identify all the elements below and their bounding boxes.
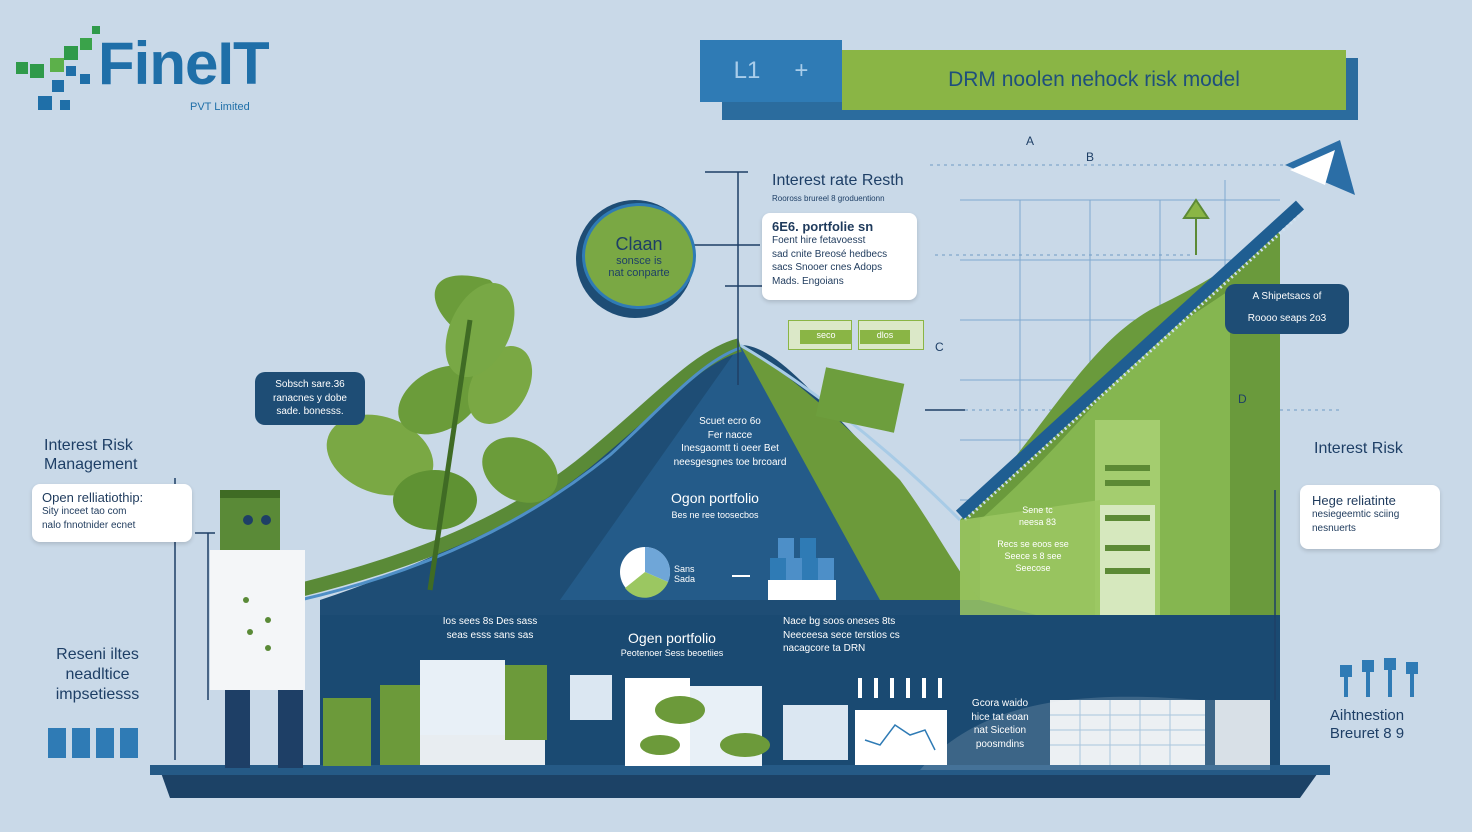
- bottom-center-text: Gcora waido hice tat eoan nat Sicetion p…: [955, 697, 1045, 751]
- bottom-right-line1: Aihtnestion: [1329, 707, 1405, 724]
- right-dark-card-line2: Roooo seaps 2o3: [1247, 312, 1327, 324]
- right-dark-card-line1: A Shipetsacs of: [1252, 291, 1322, 302]
- mountain-line3: Inesgaomtt ti oeer Bet: [681, 443, 779, 454]
- logo-subtitle: PVT Limited: [190, 101, 250, 113]
- chart-mark-2: B: [1086, 150, 1095, 164]
- plus-icon: +: [794, 57, 809, 84]
- green-tag-2-inner: dlos: [860, 330, 910, 344]
- bottom-right-line2: Breuret 8 9: [1329, 725, 1405, 742]
- right-card-line3: nesnuerts: [1312, 522, 1356, 534]
- left-heading: Interest Risk Management: [44, 436, 137, 474]
- mountain-line2: Fer nacce: [707, 429, 753, 441]
- chart-mark-3: C: [935, 340, 944, 354]
- bottom-left-line1: Reseni iltes: [56, 646, 139, 663]
- banner-left: L1 +: [700, 40, 842, 102]
- circle-line3: nat conparte: [608, 266, 670, 279]
- left-heading-line2: Management: [44, 456, 138, 474]
- green-slope2-line2: Seece s 8 see: [1004, 551, 1062, 562]
- left-heading-line1: Interest Risk: [44, 437, 133, 454]
- lower-portfolio-title: Ogen portfolio: [628, 630, 716, 646]
- mountain-line4: neesgesgnes toe brcoard: [673, 456, 787, 468]
- right-card-line1: Hege reliatinte: [1312, 493, 1396, 508]
- mid-portfolio: Ogon portfolio Bes ne ree toosecbos: [640, 490, 790, 520]
- claan-circle-inner: Claan sonsce is nat conparte: [582, 203, 696, 309]
- left-dark-card-line3: sade. bonesss.: [276, 406, 344, 417]
- bottom-center-line1: Gcora waido: [971, 698, 1029, 709]
- right-dark-card: A Shipetsacs of Roooo seaps 2o3: [1225, 284, 1349, 334]
- bottom-left-text: Reseni iltes neadltice impsetiesss: [40, 645, 155, 705]
- bottom-right-text: Aihtnestion Breuret 8 9: [1312, 707, 1422, 743]
- mid-portfolio-title: Ogon portfolio: [671, 490, 759, 506]
- logo: FineIT: [98, 30, 270, 97]
- chart-mark-1: A: [1026, 134, 1035, 148]
- robot-figure-icon: [210, 490, 305, 768]
- pie-label-1: Sans: [674, 564, 695, 574]
- left-card-line2: Sity inceet tao com: [42, 506, 127, 517]
- pie-labels: Sans Sada: [674, 564, 696, 585]
- portfolio-card-line5: Mads. Engoians: [772, 275, 844, 287]
- right-card-line2: nesiegeemtic sciing: [1312, 509, 1400, 520]
- bottom-left-line3: impsetiesss: [55, 686, 140, 703]
- bottom-center-line3: nat Sicetion: [973, 725, 1027, 736]
- mountain-text: Scuet ecro 6o Fer nacce Inesgaomtt ti oe…: [655, 415, 805, 469]
- right-card: Hege reliatinte nesiegeemtic sciing nesn…: [1300, 485, 1440, 549]
- mountain-line1: Scuet ecro 6o: [699, 416, 761, 427]
- green-slope-text-2: Recs se eoos ese Seece s 8 see Seecose: [978, 538, 1088, 574]
- mid-portfolio-subtitle: Bes ne ree toosecbos: [671, 510, 759, 520]
- lower-left-line2: seas esss sans sas: [446, 629, 534, 641]
- logo-pixels-icon: [16, 26, 100, 110]
- bottom-center-line2: hice tat eoan: [971, 711, 1029, 723]
- bottom-left-line2: neadltice: [65, 666, 130, 683]
- green-tag-1-inner: seco: [800, 330, 852, 344]
- portfolio-card: 6E6. portfolie sn Foent hire fetavoesst …: [762, 213, 917, 300]
- banner-left-text: L1: [733, 57, 761, 84]
- right-heading: Interest Risk: [1314, 440, 1403, 457]
- left-card-line3: nalo fnnotnider ecnet: [42, 519, 136, 531]
- green-slope-text: Sene tc neesa 83: [1005, 504, 1070, 528]
- circle-line1: Claan: [615, 233, 663, 254]
- bottom-center-line4: poosmdins: [975, 738, 1025, 750]
- portfolio-card-line1: 6E6. portfolie sn: [772, 219, 874, 234]
- left-card-line1: Open relliatiothip:: [42, 490, 144, 505]
- left-dark-card: Sobsch sare.36 ranacnes y dobe sade. bon…: [255, 372, 365, 425]
- left-card: Open relliatiothip: Sity inceet tao com …: [32, 484, 192, 542]
- left-dark-card-line2: ranacnes y dobe: [273, 392, 347, 404]
- lower-right-text: Nace bg soos oneses 8ts Neeceesa sece te…: [783, 615, 933, 656]
- portfolio-card-line2: Foent hire fetavoesst: [772, 235, 866, 246]
- banner-title: DRM noolen nehock risk model: [842, 50, 1346, 110]
- green-slope2-line3: Seecose: [1015, 563, 1051, 574]
- green-slope-line1: Sene tc: [1022, 505, 1053, 515]
- lower-right-line3: nacagcore ta DRN: [783, 643, 866, 654]
- lower-portfolio: Ogen portfolio Peotenoer Sess beoetiies: [592, 630, 752, 658]
- portfolio-card-line4: sacs Snooer cnes Adops: [772, 262, 883, 273]
- lower-left-line1: Ios sees 8s Des sass: [442, 616, 538, 627]
- chart-mark-4: D: [1238, 392, 1247, 406]
- left-dark-card-line1: Sobsch sare.36: [275, 379, 345, 390]
- pie-label-2: Sada: [674, 573, 696, 584]
- portfolio-card-line3: sad cnite Breosé hedbecs: [772, 248, 888, 260]
- circle-line2: sonsce is: [616, 254, 662, 267]
- top-center-title: Interest rate Resth: [772, 172, 904, 189]
- green-slope-line2: neesa 83: [1018, 517, 1057, 528]
- top-center-subtitle: Rooross brureel 8 groduentionn: [772, 194, 885, 203]
- leaf-icon: [326, 275, 558, 591]
- green-slope2-line1: Recs se eoos ese: [997, 539, 1069, 549]
- lower-left-text: Ios sees 8s Des sass seas esss sans sas: [425, 615, 555, 642]
- lower-portfolio-subtitle: Peotenoer Sess beoetiies: [620, 648, 724, 658]
- lower-right-line2: Neeceesa sece terstios cs: [783, 629, 900, 641]
- lower-right-line1: Nace bg soos oneses 8ts: [783, 616, 896, 627]
